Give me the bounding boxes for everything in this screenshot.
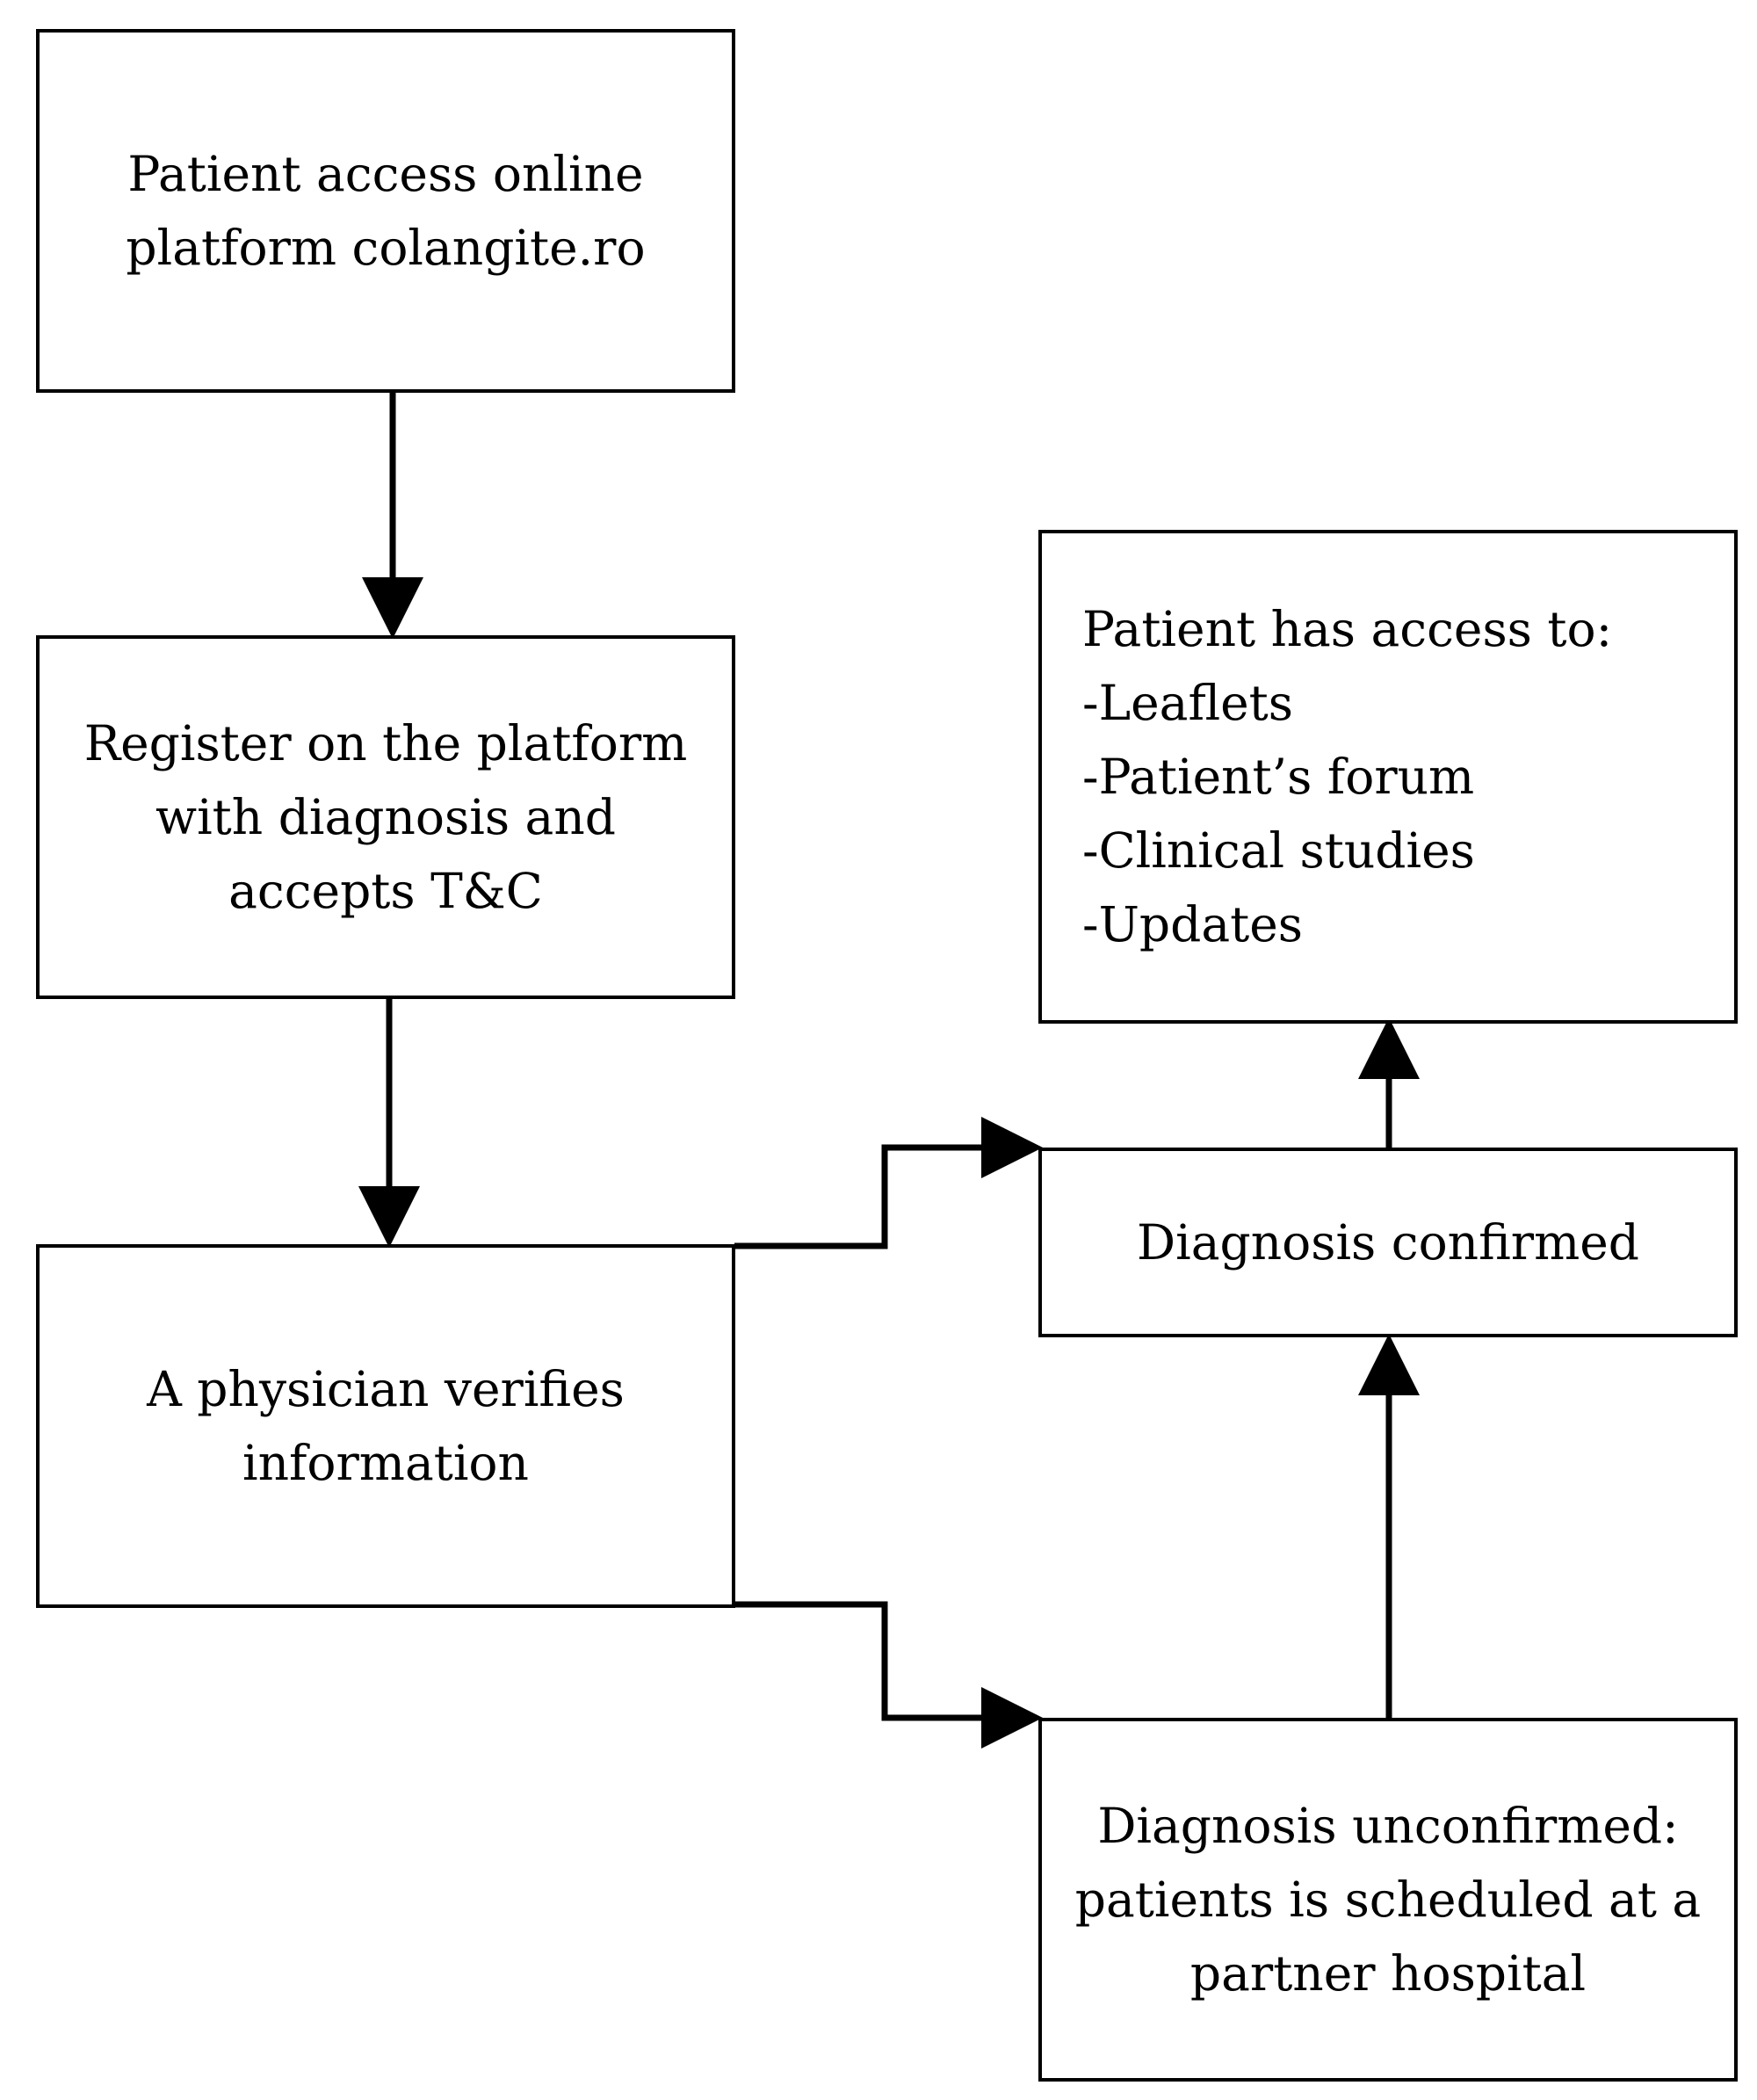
node-physician-verifies-label: A physician verifies information: [147, 1361, 625, 1491]
node-register: Register on the platform with diagnosis …: [36, 635, 735, 999]
node-access-platform: Patient access online platform colangite…: [36, 29, 735, 393]
node-diagnosis-confirmed-label: Diagnosis confirmed: [1137, 1214, 1639, 1271]
node-diagnosis-confirmed: Diagnosis confirmed: [1038, 1148, 1738, 1337]
node-diagnosis-unconfirmed: Diagnosis unconfirmed: patients is sched…: [1038, 1718, 1738, 2082]
node-diagnosis-unconfirmed-label: Diagnosis unconfirmed: patients is sched…: [1074, 1798, 1702, 2002]
node-register-label: Register on the platform with diagnosis …: [83, 715, 688, 919]
node-access-platform-label: Patient access online platform colangite…: [126, 146, 646, 276]
node-patient-access-granted: Patient has access to: -Leaflets -Patien…: [1038, 530, 1738, 1024]
arrow-verify-to-confirmed: [734, 1117, 1043, 1249]
node-physician-verifies: A physician verifies information: [36, 1244, 735, 1608]
arrow-verify-to-unconfirmed: [734, 1601, 1043, 1749]
node-patient-access-granted-label: Patient has access to: -Leaflets -Patien…: [1082, 601, 1613, 952]
